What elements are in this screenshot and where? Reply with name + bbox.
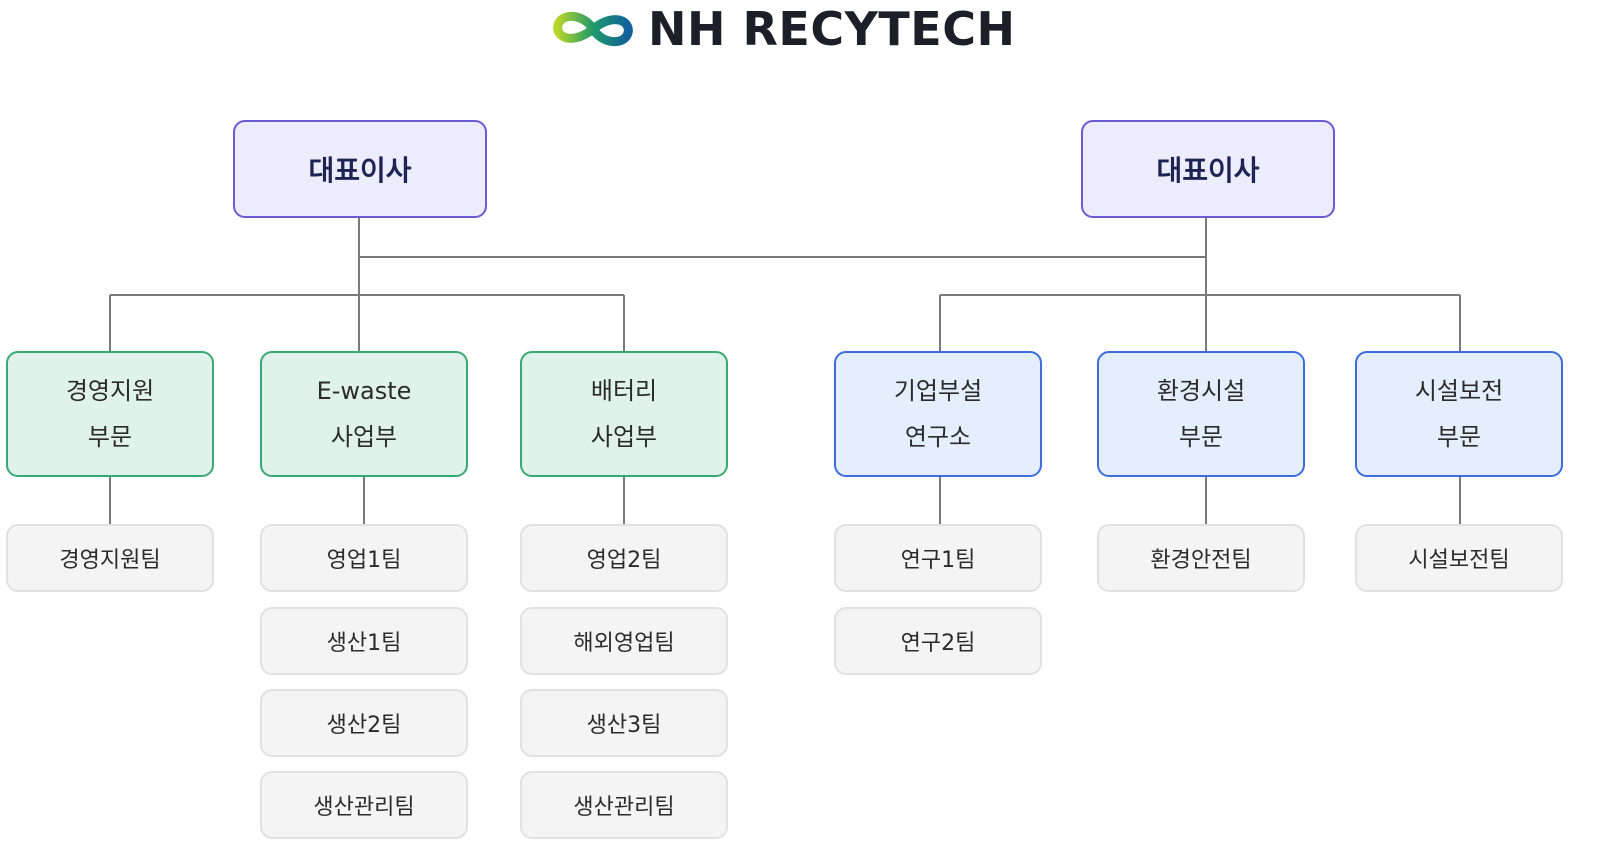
infinity-icon — [548, 6, 638, 52]
team-label: 생산3팀 — [586, 713, 662, 738]
team-box: 생산관리팀 — [520, 771, 728, 839]
team-box: 시설보전팀 — [1355, 524, 1563, 592]
division-management-support: 경영지원 부문 — [6, 351, 214, 477]
team-label: 생산2팀 — [326, 713, 402, 738]
ceo-box-right: 대표이사 — [1081, 120, 1335, 218]
division-battery: 배터리 사업부 — [520, 351, 728, 477]
team-box: 영업2팀 — [520, 524, 728, 592]
division-label: 기업부설 연구소 — [893, 377, 983, 451]
team-box: 영업1팀 — [260, 524, 468, 592]
ceo-label: 대표이사 — [308, 154, 412, 187]
team-label: 경영지원팀 — [59, 548, 161, 573]
division-research-institute: 기업부설 연구소 — [834, 351, 1042, 477]
team-box: 환경안전팀 — [1097, 524, 1305, 592]
team-box: 연구2팀 — [834, 607, 1042, 675]
team-label: 연구2팀 — [900, 631, 976, 656]
header: NH RECYTECH — [548, 4, 1015, 54]
team-label: 영업1팀 — [326, 548, 402, 573]
division-label: 경영지원 부문 — [65, 377, 155, 451]
division-facility-maintenance: 시설보전 부문 — [1355, 351, 1563, 477]
ceo-box-left: 대표이사 — [233, 120, 487, 218]
division-label: 환경시설 부문 — [1156, 377, 1246, 451]
team-label: 생산관리팀 — [573, 795, 675, 820]
team-label: 환경안전팀 — [1150, 548, 1252, 573]
brand-name: NH RECYTECH — [648, 2, 1016, 56]
team-label: 영업2팀 — [586, 548, 662, 573]
team-box: 생산3팀 — [520, 689, 728, 757]
team-box: 생산1팀 — [260, 607, 468, 675]
team-box: 생산2팀 — [260, 689, 468, 757]
team-box: 연구1팀 — [834, 524, 1042, 592]
team-label: 생산관리팀 — [313, 795, 415, 820]
team-label: 해외영업팀 — [573, 631, 675, 656]
division-ewaste: E-waste 사업부 — [260, 351, 468, 477]
team-label: 시설보전팀 — [1408, 548, 1510, 573]
division-label: 배터리 사업부 — [590, 377, 658, 451]
team-box: 경영지원팀 — [6, 524, 214, 592]
division-label: 시설보전 부문 — [1414, 377, 1504, 451]
team-box: 생산관리팀 — [260, 771, 468, 839]
ceo-label: 대표이사 — [1156, 154, 1260, 187]
division-environmental-facility: 환경시설 부문 — [1097, 351, 1305, 477]
team-label: 연구1팀 — [900, 548, 976, 573]
division-label: E-waste 사업부 — [316, 377, 412, 451]
team-box: 해외영업팀 — [520, 607, 728, 675]
team-label: 생산1팀 — [326, 631, 402, 656]
